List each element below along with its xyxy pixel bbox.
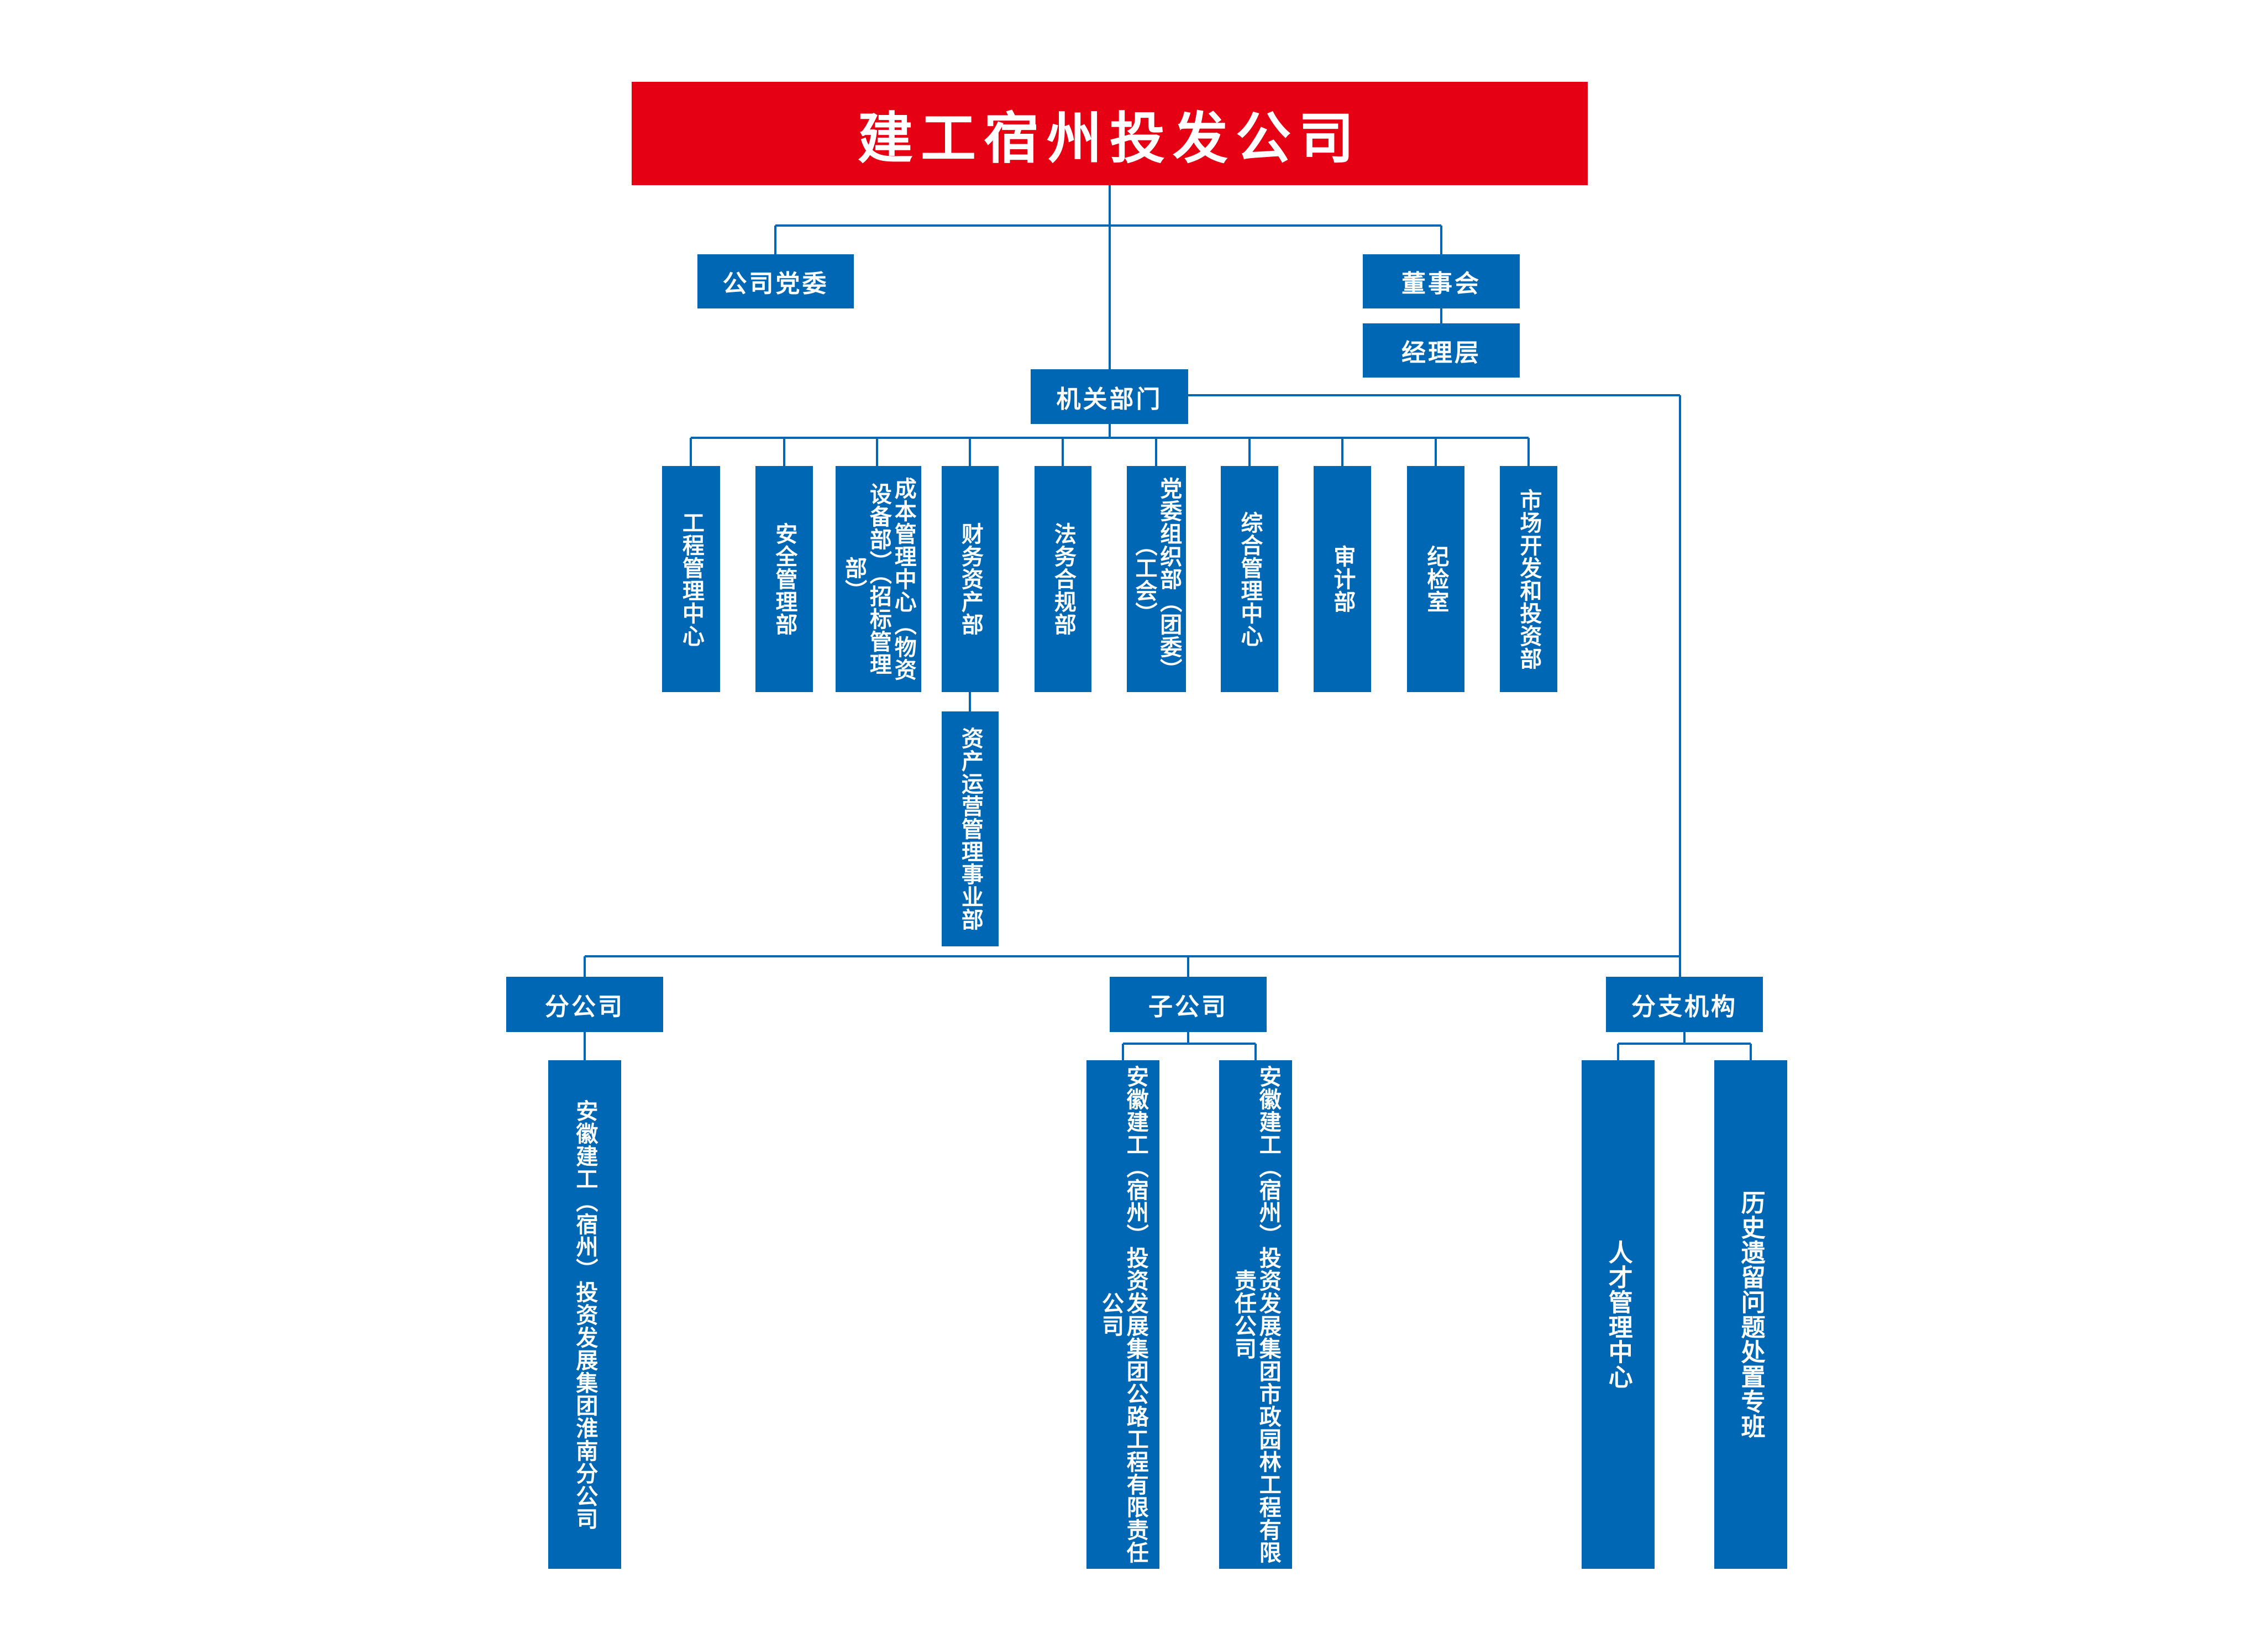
asset-operation-division: 资产运营管理事业部 [942, 711, 999, 946]
department-engineering: 工程管理中心 [662, 466, 720, 692]
department-party-organization: 党委组织部（团委）（工会） [1127, 466, 1186, 692]
branches-label: 分公司 [506, 977, 663, 1032]
agency-talent-center: 人才管理中心 [1582, 1060, 1655, 1569]
department-general: 综合管理中心 [1221, 466, 1278, 692]
department-safety: 安全管理部 [755, 466, 813, 692]
agency-legacy-task-force: 历史遗留问题处置专班 [1714, 1060, 1787, 1569]
subsidiaries-label: 子公司 [1110, 977, 1267, 1032]
agencies-label: 分支机构 [1606, 977, 1763, 1032]
subsidiary-municipal: 安徽建工（宿州）投资发展集团市政园林工程有限责任公司 [1219, 1060, 1292, 1569]
subsidiary-highway: 安徽建工（宿州）投资发展集团公路工程有限责任公司 [1086, 1060, 1159, 1569]
root-company: 建工宿州投发公司 [632, 82, 1588, 185]
department-market-investment: 市场开发和投资部 [1500, 466, 1557, 692]
branch-huainan: 安徽建工（宿州）投资发展集团淮南分公司 [548, 1060, 621, 1569]
board-of-directors: 董事会 [1363, 254, 1520, 308]
organs-label: 机关部门 [1031, 369, 1188, 424]
department-audit: 审计部 [1314, 466, 1371, 692]
department-discipline: 纪检室 [1407, 466, 1464, 692]
management-team: 经理层 [1363, 323, 1520, 378]
department-legal: 法务合规部 [1035, 466, 1091, 692]
department-finance: 财务资产部 [942, 466, 999, 692]
department-cost: 成本管理中心（物资设备部）（招标管理部） [836, 466, 921, 692]
party-committee: 公司党委 [697, 254, 854, 308]
